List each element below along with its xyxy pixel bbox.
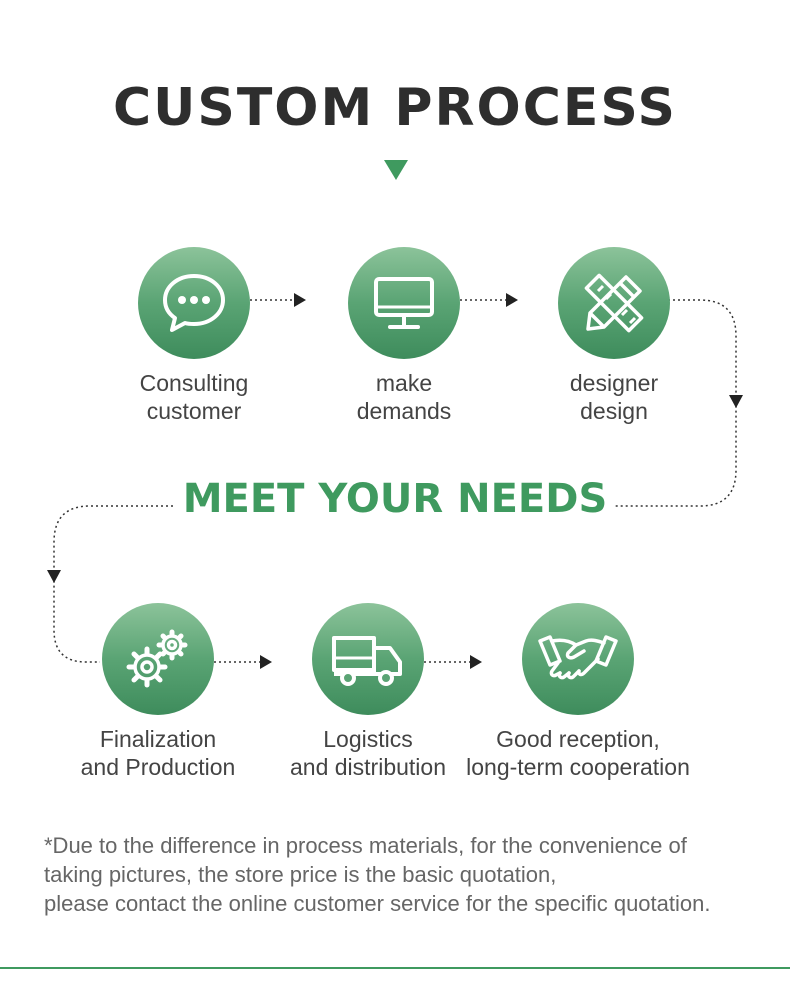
arrow-right-icon [260, 655, 272, 669]
step-circle [558, 247, 670, 359]
arrow-right-icon [506, 293, 518, 307]
arrow-right-icon [294, 293, 306, 307]
bottom-divider [0, 967, 790, 969]
step-circle [522, 603, 634, 715]
handshake-icon [538, 635, 618, 680]
step-make-demands: make demands [284, 247, 524, 425]
step-circle [312, 603, 424, 715]
disclaimer-line: please contact the online customer servi… [44, 891, 711, 916]
tagline: MEET YOUR NEEDS [0, 476, 790, 522]
step-circle [138, 247, 250, 359]
tagline-text: MEET YOUR NEEDS [174, 476, 616, 522]
connector-loop-4 [53, 505, 188, 663]
title-down-arrow-icon [384, 160, 408, 180]
step-finalization: Finalization and Production [38, 603, 278, 781]
monitor-icon [374, 277, 434, 329]
step-circle [102, 603, 214, 715]
step-label: designer design [569, 370, 659, 424]
step-good-reception: Good reception, long-term cooperation [458, 603, 698, 781]
delivery-truck-icon [332, 636, 402, 686]
page-title: CUSTOM PROCESS [113, 78, 677, 138]
step-circle [348, 247, 460, 359]
disclaimer-line: *Due to the difference in process materi… [44, 833, 687, 858]
arrow-right-icon [470, 655, 482, 669]
arrow-down-icon [729, 395, 743, 408]
step-label: Consulting customer [139, 370, 249, 424]
price-disclaimer: *Due to the difference in process materi… [44, 831, 774, 918]
step-label: Logistics and distribution [290, 726, 446, 780]
step-designer-design: designer design [494, 247, 734, 425]
step-label: make demands [356, 370, 452, 424]
step-logistics: Logistics and distribution [248, 603, 488, 781]
chat-bubble-icon [163, 274, 225, 332]
step-label: Good reception, long-term cooperation [466, 726, 690, 780]
step-consulting: Consulting customer [74, 247, 314, 425]
arrow-down-icon [47, 570, 61, 583]
disclaimer-line: taking pictures, the store price is the … [44, 862, 557, 887]
gears-icon [126, 629, 188, 688]
pencil-ruler-icon [584, 273, 644, 333]
step-label: Finalization and Production [80, 726, 236, 780]
